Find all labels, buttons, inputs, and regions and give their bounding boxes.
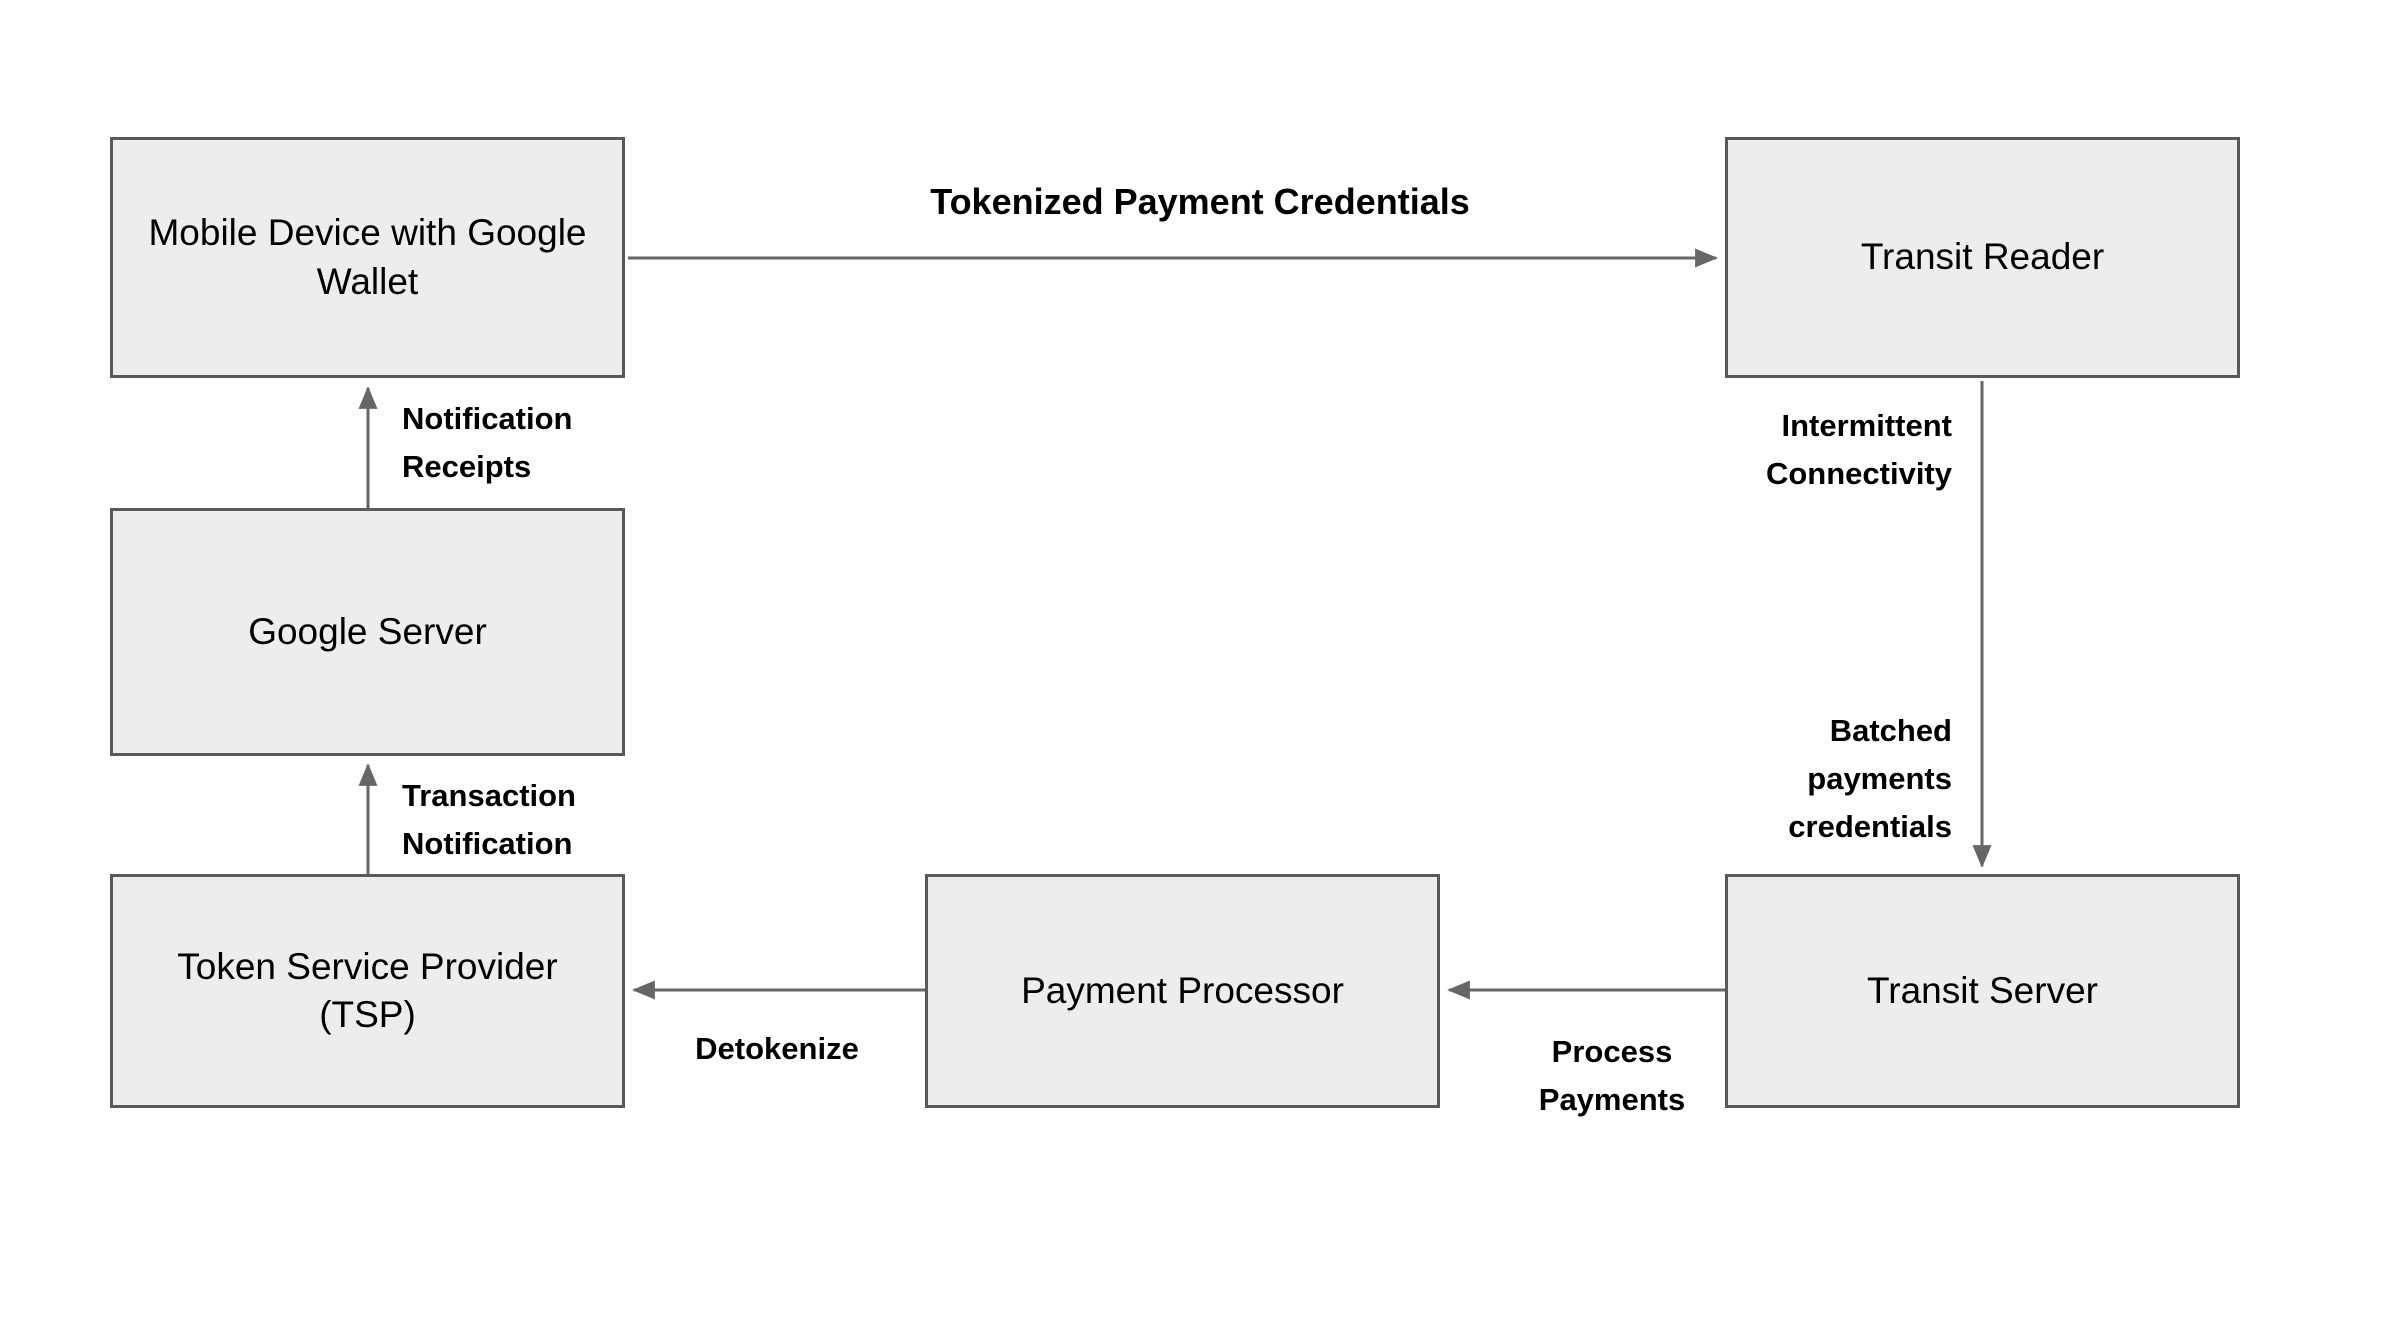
node-google-server: Google Server [110,508,625,756]
node-label-google-server: Google Server [248,610,487,652]
node-label-transit-server: Transit Server [1867,969,2098,1011]
edge-label-batched-payments-credentials: Batched payments credentials [1788,713,1952,844]
edge-label-intermittent-connectivity: Intermittent Connectivity [1765,408,1952,491]
node-label-mobile-device: Mobile Device with Google Wallet [148,212,587,302]
edge-label-process-payments: Process Payments [1538,1034,1686,1117]
node-payment-processor: Payment Processor [925,874,1440,1108]
node-mobile-device-google-wallet: Mobile Device with Google Wallet [110,137,625,378]
node-label-token-service-provider: Token Service Provider (TSP) [177,945,558,1035]
node-label-payment-processor: Payment Processor [1021,969,1344,1011]
edge-label-tokenized-payment-credentials: Tokenized Payment Credentials [930,181,1470,222]
node-transit-server: Transit Server [1725,874,2240,1108]
edge-label-detokenize: Detokenize [695,1031,859,1066]
node-transit-reader: Transit Reader [1725,137,2240,378]
edge-label-transaction-notification: Transaction Notification [402,778,576,861]
node-label-transit-reader: Transit Reader [1860,236,2105,278]
node-token-service-provider: Token Service Provider (TSP) [110,874,625,1108]
edge-label-notification-receipts: Notification Receipts [402,401,573,484]
